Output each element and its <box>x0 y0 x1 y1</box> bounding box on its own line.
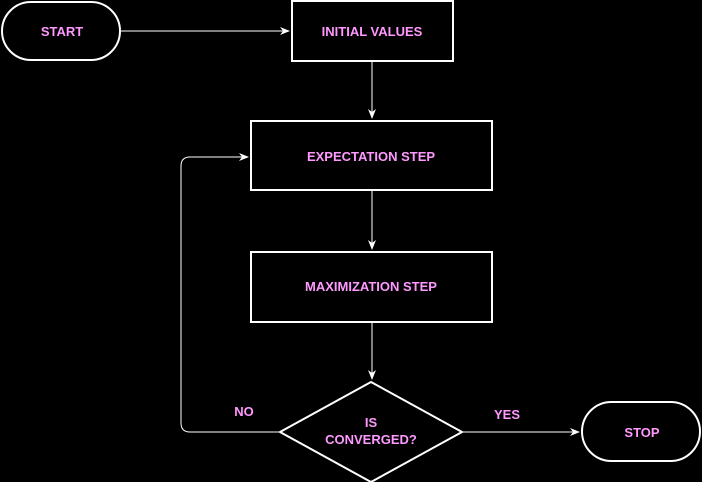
stop-shape <box>581 401 701 462</box>
arrow-no-loop-to-expectation <box>180 153 279 433</box>
start-node: START <box>1 1 121 61</box>
maximization-step-label: MAXIMIZATION STEP <box>305 279 437 294</box>
maximization-step-node: MAXIMIZATION STEP <box>250 251 493 323</box>
stop-label: STOP <box>624 425 659 440</box>
stop-node: STOP <box>581 401 701 462</box>
initial-values-shape <box>291 0 454 62</box>
initial-values-node: INITIAL VALUES <box>291 0 454 62</box>
expectation-step-node: EXPECTATION STEP <box>250 120 493 191</box>
start-label: START <box>41 24 83 39</box>
converged-label-line2: CONVERGED? <box>325 432 417 447</box>
converged-decision-shape <box>277 380 465 482</box>
no-edge-label: NO <box>234 404 254 419</box>
expectation-step-shape <box>250 120 493 191</box>
yes-edge-label: YES <box>494 407 520 422</box>
start-shape <box>1 1 121 61</box>
initial-values-label: INITIAL VALUES <box>322 24 423 39</box>
maximization-step-shape <box>250 251 493 323</box>
converged-label-line1: IS <box>365 415 378 430</box>
converged-decision-node: IS CONVERGED? <box>277 380 465 482</box>
expectation-step-label: EXPECTATION STEP <box>307 149 435 164</box>
